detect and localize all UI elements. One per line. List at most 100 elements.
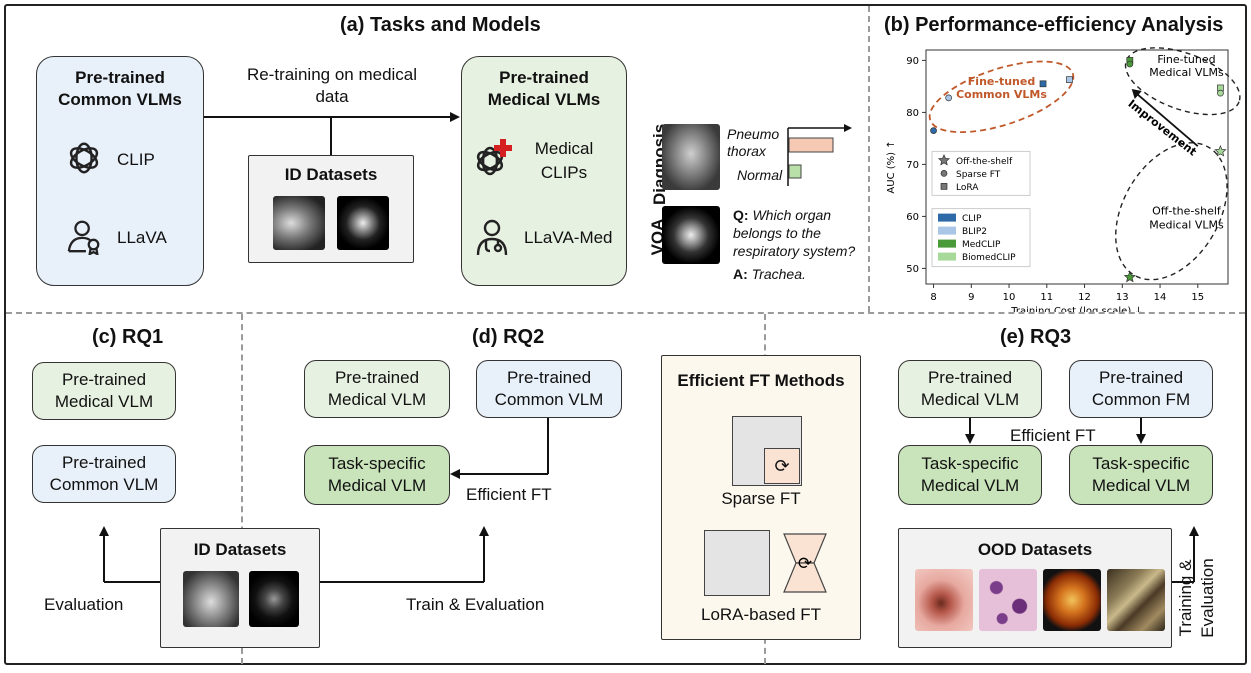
user-badge-icon xyxy=(67,220,100,255)
d-train-eval-arrow xyxy=(320,526,489,583)
x-tick-label: 10 xyxy=(1003,292,1016,303)
d-train-eval-label: Train & Evaluation xyxy=(406,595,545,614)
c-medical-vlm-box: Pre-trained Medical VLM xyxy=(32,362,176,420)
sparse-refresh-icon: ⟳ xyxy=(764,448,800,484)
finetuned-medical-label-1: Fine-tuned xyxy=(1157,53,1215,66)
class-pneumo: Pneumo thorax xyxy=(727,126,780,159)
panel-b-title: (b) Performance-efficiency Analysis xyxy=(884,14,1224,36)
data-point xyxy=(1123,270,1136,283)
openai-icon xyxy=(69,142,99,174)
e-ft-arrows xyxy=(965,418,1146,444)
e-train-eval-arrow xyxy=(1172,526,1199,583)
retina-image xyxy=(1043,569,1101,631)
model-legend-label: CLIP xyxy=(962,214,982,224)
medical-vlms-title: Pre-trained Medical VLMs xyxy=(487,68,601,109)
panel-d-title: (d) RQ2 xyxy=(472,326,545,348)
llava-med-label: LLaVA-Med xyxy=(524,228,613,247)
vqa-question: Q: Which organ belongs to the respirator… xyxy=(733,206,868,260)
method-legend-label: LoRA xyxy=(956,183,979,193)
method-legend-marker xyxy=(940,170,948,177)
medical-clips-label: Medical CLIPs xyxy=(534,139,594,182)
x-tick-label: 13 xyxy=(1116,292,1129,303)
llava-label: LLaVA xyxy=(117,228,167,247)
finetuned-common-label-1: Fine-tuned xyxy=(968,75,1035,88)
x-tick-label: 8 xyxy=(930,292,936,303)
ood-datasets-box: OOD Datasets xyxy=(898,528,1172,648)
model-legend-label: BiomedCLIP xyxy=(962,253,1016,263)
y-tick-label: 50 xyxy=(906,264,919,275)
c-evaluation-arrow xyxy=(99,526,160,583)
method-legend-marker xyxy=(937,154,951,166)
x-tick-label: 11 xyxy=(1040,292,1053,303)
doctor-icon xyxy=(476,219,508,256)
y-tick-label: 60 xyxy=(906,212,919,223)
medical-openai-icon xyxy=(476,139,512,176)
bottom-id-datasets-box: ID Datasets xyxy=(160,528,320,648)
class-normal: Normal xyxy=(737,167,783,183)
q-prefix: Q: xyxy=(733,207,749,223)
bottom-mri-image xyxy=(249,571,299,627)
svg-text:⟳: ⟳ xyxy=(798,554,812,574)
a-text: Trachea. xyxy=(751,266,806,282)
x-tick-label: 14 xyxy=(1154,292,1167,303)
offshelf-medical-ellipse xyxy=(1115,142,1228,281)
id-datasets-box: ID Datasets xyxy=(248,155,414,263)
method-legend-label: Off-the-shelf xyxy=(956,157,1013,167)
diagnosis-xray-image xyxy=(662,124,720,190)
offshelf-medical-label-1: Off-the-shelf xyxy=(1152,204,1222,217)
retrain-label: Re-training on medical data xyxy=(246,65,418,106)
bottom-xray-image xyxy=(183,571,239,627)
d-efficient-ft-label: Efficient FT xyxy=(466,485,552,504)
model-legend-swatch xyxy=(938,213,956,222)
x-tick-label: 12 xyxy=(1078,292,1091,303)
model-legend-swatch xyxy=(938,239,956,248)
endoscopy-image xyxy=(1107,569,1165,631)
x-tick-label: 15 xyxy=(1191,292,1204,303)
model-legend-label: MedCLIP xyxy=(962,240,1001,250)
data-point xyxy=(1126,60,1134,68)
x-tick-label: 9 xyxy=(968,292,974,303)
vqa-ct-image xyxy=(662,206,720,264)
separator-ab xyxy=(868,6,870,312)
efficient-ft-methods-box: Efficient FT Methods ⟳ Sparse FT ⟳ LoRA-… xyxy=(661,355,861,640)
common-vlms-box: Pre-trained Common VLMs CLIP LLaVA xyxy=(36,56,204,286)
ct-scan-image xyxy=(337,196,389,250)
a-prefix: A: xyxy=(733,266,748,282)
ood-datasets-label: OOD Datasets xyxy=(977,540,1093,559)
e-efficient-ft-label: Efficient FT xyxy=(1010,426,1096,445)
y-tick-label: 90 xyxy=(906,56,919,67)
e-task-specific-box-2: Task-specific Medical VLM xyxy=(1069,445,1213,505)
bottom-id-datasets-label: ID Datasets xyxy=(193,540,287,559)
chest-xray-image xyxy=(273,196,325,250)
outer-frame xyxy=(4,4,1247,665)
diagnosis-bar-chart xyxy=(787,124,852,186)
skin-lesion-image xyxy=(915,569,973,631)
improvement-arrow-head xyxy=(1131,89,1142,99)
e-train-eval-label: Training & Evaluation xyxy=(1176,558,1217,638)
clip-label: CLIP xyxy=(117,150,155,169)
data-point xyxy=(945,94,953,102)
methods-title: Efficient FT Methods xyxy=(677,371,845,390)
finetuned-medical-ellipse xyxy=(1124,47,1241,116)
data-point xyxy=(930,127,937,134)
method-legend-marker xyxy=(940,183,948,190)
lora-matrix-icon xyxy=(704,530,770,596)
medical-vlms-box: Pre-trained Medical VLMs Medical CLIPs L… xyxy=(461,56,627,286)
retrain-arrow xyxy=(204,112,460,156)
histology-image xyxy=(979,569,1037,631)
model-legend-swatch xyxy=(938,226,956,235)
data-point xyxy=(1214,144,1227,157)
data-point xyxy=(1039,80,1047,88)
data-point xyxy=(1066,76,1073,83)
separator-cd xyxy=(241,314,243,664)
lora-bottleneck-icon: ⟳ xyxy=(783,533,827,593)
x-axis-label: Training Cost (log scale) ↓ xyxy=(1010,306,1143,312)
finetuned-common-label-2: Common VLMs xyxy=(956,88,1047,101)
e-task-specific-box-1: Task-specific Medical VLM xyxy=(898,445,1042,505)
q-text: Which organ belongs to the respiratory s… xyxy=(733,207,856,259)
separator-top-bottom xyxy=(6,312,1245,314)
vqa-answer: A: Trachea. xyxy=(733,263,806,285)
e-medical-vlm-box: Pre-trained Medical VLM xyxy=(898,360,1042,418)
